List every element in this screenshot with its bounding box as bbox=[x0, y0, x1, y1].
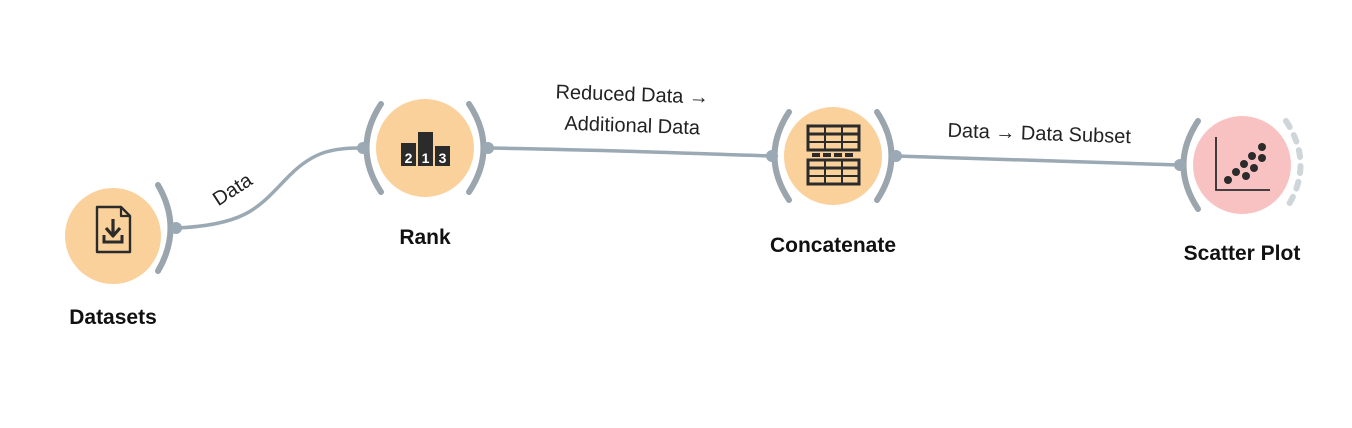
file-download-icon bbox=[95, 205, 132, 254]
podium-ranking-icon: 2 1 3 bbox=[401, 132, 450, 166]
node-datasets-label: Datasets bbox=[69, 306, 157, 329]
node-scatter-plot-input-anchor[interactable] bbox=[1174, 159, 1186, 171]
node-scatter-plot[interactable]: Scatter Plot bbox=[1174, 116, 1304, 265]
link-datasets-rank[interactable] bbox=[174, 146, 365, 230]
node-datasets-output-anchor[interactable] bbox=[170, 222, 182, 234]
svg-text:1: 1 bbox=[422, 150, 430, 166]
node-concatenate-label: Concatenate bbox=[770, 234, 896, 257]
node-concatenate-circle bbox=[784, 107, 882, 205]
svg-text:3: 3 bbox=[439, 150, 447, 166]
link-label-rank-concatenate-line2: Additional Data bbox=[564, 113, 701, 140]
node-concatenate-input-anchor[interactable] bbox=[766, 150, 778, 162]
node-scatter-plot-output-bracket bbox=[1283, 118, 1304, 212]
node-rank-label: Rank bbox=[399, 226, 451, 249]
svg-text:2: 2 bbox=[405, 150, 413, 166]
node-rank[interactable]: 2 1 3 Rank bbox=[357, 99, 494, 249]
link-concatenate-scatter[interactable] bbox=[894, 154, 1182, 167]
node-rank-output-anchor[interactable] bbox=[482, 142, 494, 154]
link-label-datasets-rank: Data bbox=[209, 169, 257, 211]
node-rank-input-anchor[interactable] bbox=[357, 142, 369, 154]
scatter-plot-icon bbox=[1215, 137, 1270, 191]
node-concatenate[interactable]: Concatenate bbox=[766, 107, 902, 257]
node-concatenate-output-anchor[interactable] bbox=[890, 150, 902, 162]
node-scatter-plot-label: Scatter Plot bbox=[1184, 242, 1301, 265]
table-concatenate-icon bbox=[806, 124, 861, 186]
link-rank-concatenate[interactable] bbox=[486, 146, 774, 158]
link-label-rank-concatenate-line1: Reduced Data → bbox=[555, 81, 709, 108]
link-label-concatenate-scatter: Data → Data Subset bbox=[947, 120, 1132, 148]
node-datasets[interactable]: Datasets bbox=[65, 182, 182, 329]
